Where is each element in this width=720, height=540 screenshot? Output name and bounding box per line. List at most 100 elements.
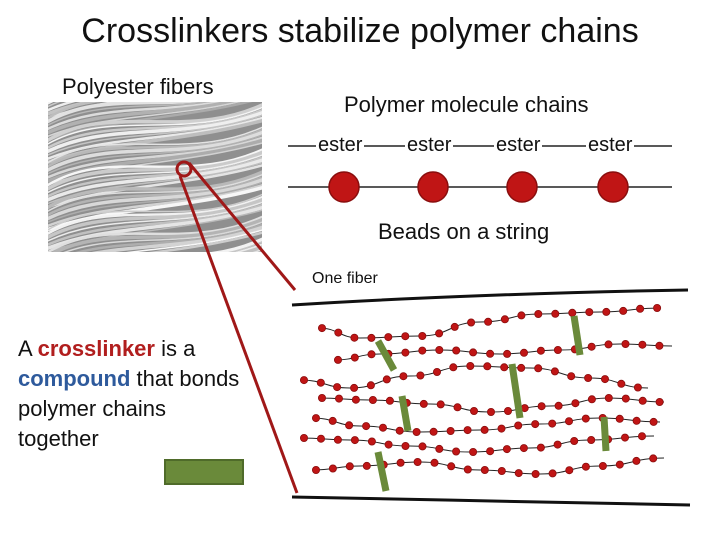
polymer-bead — [517, 363, 526, 372]
fiber-strand — [48, 106, 262, 145]
fiber-strand — [48, 108, 262, 150]
polymer-bead — [350, 333, 359, 342]
fiber-polymer-chains — [299, 303, 673, 478]
polymer-bead — [636, 304, 645, 313]
polymer-bead — [584, 373, 593, 382]
polymer-bead — [480, 425, 489, 434]
polymer-bead — [615, 414, 624, 423]
polymer-bead — [401, 441, 410, 450]
fiber-strand — [48, 102, 225, 131]
polymer-bead — [604, 340, 613, 349]
fiber-strand — [125, 229, 262, 252]
polyester-fibers-label: Polyester fibers — [62, 74, 214, 99]
fiber-strand — [51, 217, 262, 252]
polymer-bead — [317, 324, 326, 333]
crosslinker-3 — [508, 363, 524, 419]
fiber-strand — [48, 118, 262, 165]
bead-4 — [597, 171, 629, 203]
polymer-bead — [655, 397, 664, 406]
polymer-chain-line — [333, 343, 673, 361]
polymer-bead — [553, 345, 562, 354]
bead-1 — [328, 171, 360, 203]
beads-on-string-label: Beads on a string — [378, 219, 550, 244]
ester-label-4: ester — [586, 134, 635, 157]
polymer-bead — [571, 399, 580, 408]
fiber-strand — [92, 225, 262, 252]
polymer-bead — [653, 303, 662, 312]
polymer-bead — [587, 435, 596, 444]
polymer-bead — [452, 346, 461, 355]
polymer-bead — [299, 376, 308, 385]
fiber-strand — [48, 154, 262, 194]
polymer-bead — [615, 460, 624, 469]
polymer-bead — [432, 367, 441, 376]
polymer-bead — [333, 355, 342, 364]
polymer-bead — [483, 362, 492, 371]
bead-3 — [506, 171, 538, 203]
polymer-bead — [621, 339, 630, 348]
polymer-bead — [520, 348, 529, 357]
polymer-bead — [604, 393, 613, 402]
fiber-strand — [48, 156, 262, 198]
polymer-bead — [486, 447, 495, 456]
polymer-bead — [469, 447, 478, 456]
polymer-bead — [531, 469, 540, 478]
polymer-bead — [384, 440, 393, 449]
fiber-strand — [48, 176, 262, 217]
fiber-strand — [48, 126, 262, 164]
fiber-texture-image — [48, 102, 262, 252]
polymer-bead — [617, 379, 626, 388]
polymer-bead — [469, 348, 478, 357]
polymer-bead — [350, 436, 359, 445]
fiber-strand — [48, 215, 262, 252]
polymer-bead — [362, 422, 371, 431]
polymer-bead — [362, 461, 371, 470]
polymer-bead — [581, 414, 590, 423]
fiber-strand — [48, 128, 262, 168]
polymer-bead — [565, 417, 574, 426]
fiber-strand — [48, 102, 98, 116]
polymer-bead — [416, 371, 425, 380]
polymer-bead — [469, 406, 478, 415]
polyester-fibers-photo — [48, 102, 262, 252]
crosslinker-4 — [398, 395, 412, 432]
fiber-strand — [48, 102, 76, 112]
polymer-bead — [587, 395, 596, 404]
polymer-bead — [554, 401, 563, 410]
zoom-pointer-line-upper — [187, 162, 297, 291]
polymer-bead — [567, 372, 576, 381]
polymer-bead — [350, 383, 359, 392]
polymer-bead — [396, 458, 405, 467]
fiber-strand — [48, 186, 262, 232]
polymer-bead — [401, 332, 410, 341]
polymer-bead — [638, 432, 647, 441]
polymer-bead — [633, 383, 642, 392]
ester-label-2: ester — [405, 134, 454, 157]
polymer-bead — [534, 309, 543, 318]
fiber-strand — [48, 178, 262, 221]
fiber-top-edge — [291, 288, 689, 307]
fiber-strand — [48, 102, 237, 135]
polymer-bead — [548, 419, 557, 428]
polymer-bead — [334, 328, 343, 337]
fiber-strand — [48, 205, 262, 251]
polymer-bead — [537, 402, 546, 411]
fiber-strand — [48, 114, 262, 156]
polymer-bead — [311, 465, 320, 474]
fiber-bottom-edge — [291, 495, 691, 507]
polymer-bead — [565, 466, 574, 475]
polymer-bead — [480, 465, 489, 474]
polymer-bead — [638, 396, 647, 405]
fiber-strand — [48, 116, 262, 161]
polymer-bead — [366, 381, 375, 390]
polymer-chain-line — [317, 307, 661, 339]
polymer-bead — [418, 346, 427, 355]
polymer-bead — [503, 349, 512, 358]
polymer-bead — [419, 399, 428, 408]
fiber-strand — [48, 183, 262, 228]
polymer-bead — [587, 342, 596, 351]
crosslinker-1 — [374, 339, 398, 372]
polymer-bead — [333, 383, 342, 392]
polymer-bead — [519, 444, 528, 453]
polymer-bead — [568, 308, 577, 317]
